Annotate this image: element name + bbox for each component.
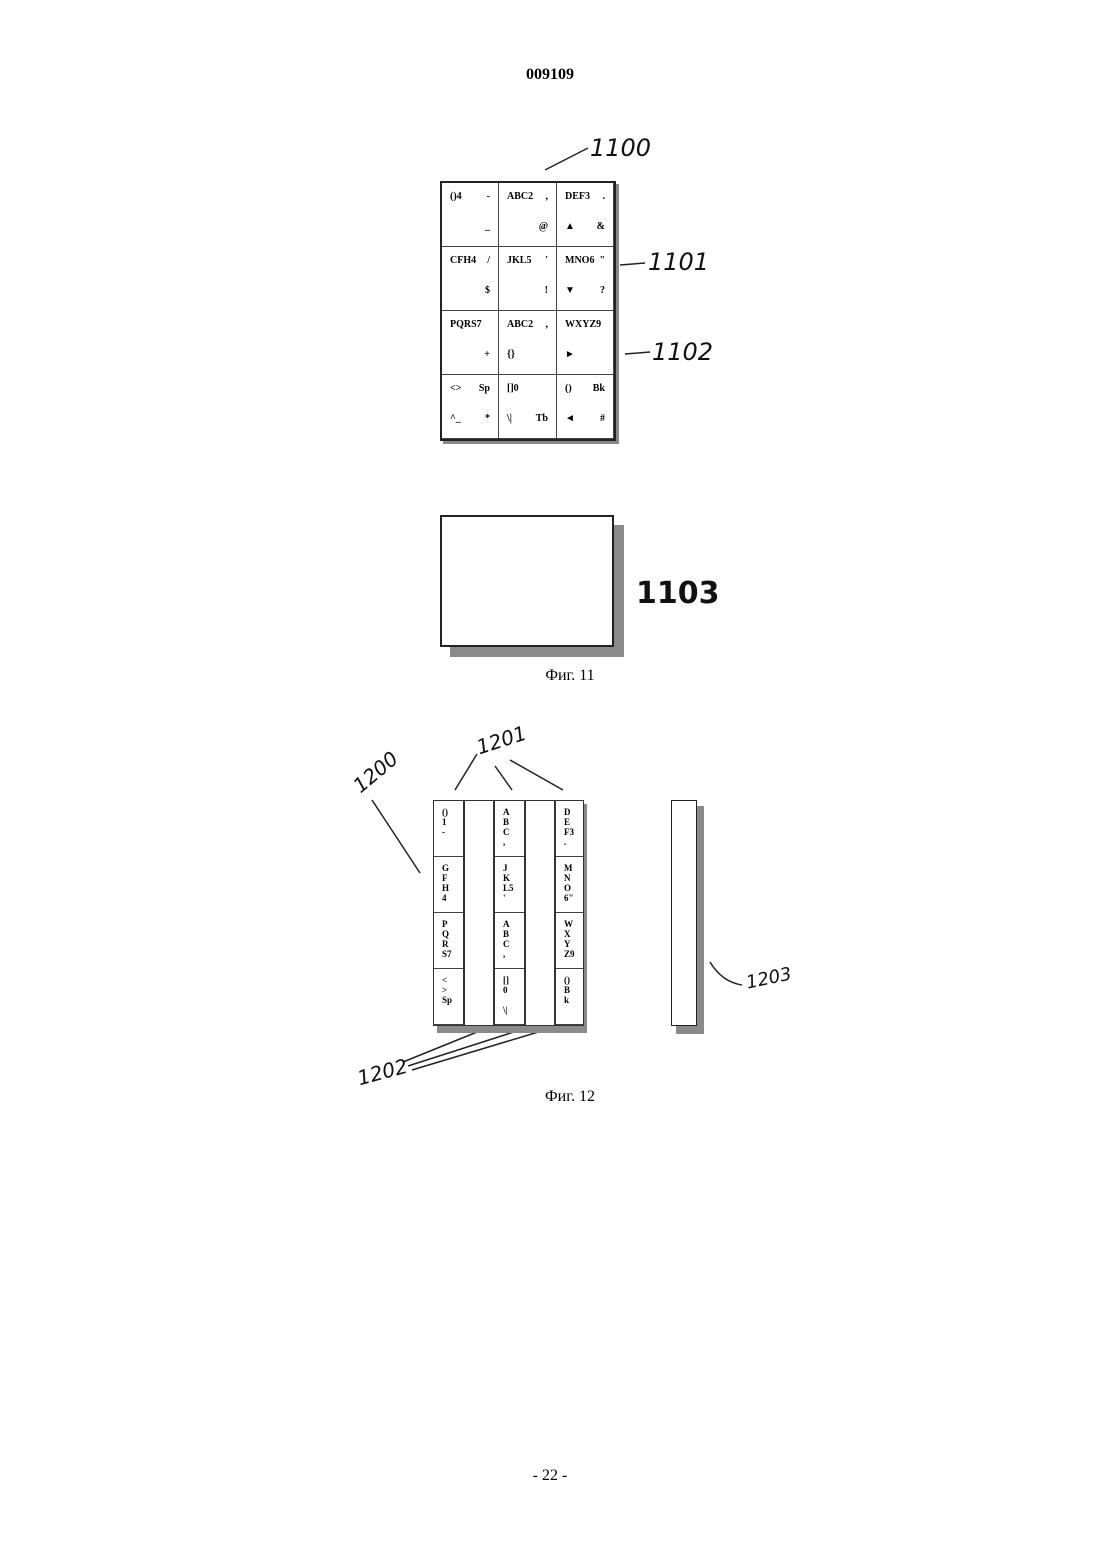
strip-cell[interactable]: M N O 6" xyxy=(556,857,583,913)
display-1203 xyxy=(671,800,697,1026)
strip-cell[interactable]: W X Y Z9 xyxy=(556,913,583,969)
strip-cell[interactable]: P Q R S7 xyxy=(434,913,463,969)
figure-12: 1200 1201 1202 1203 () 1 -G F H 4P Q R S… xyxy=(0,0,1100,1120)
strip-column-1: () 1 -G F H 4P Q R S7< > Sp xyxy=(433,800,464,1026)
page-number: - 22 - xyxy=(0,1467,1100,1485)
strip-column-5: D E F3 .M N O 6"W X Y Z9() B k xyxy=(555,800,584,1026)
figure-12-caption: Фиг. 12 xyxy=(0,1088,1100,1106)
strip-cell[interactable]: D E F3 . xyxy=(556,801,583,857)
strip-cell[interactable]: [] 0 \| xyxy=(495,969,524,1025)
strip-column-3: A B C ,J K L5 'A B C ,[] 0 \| xyxy=(494,800,525,1026)
strip-cell[interactable]: A B C , xyxy=(495,913,524,969)
strip-cell[interactable]: < > Sp xyxy=(434,969,463,1025)
strip-cell[interactable]: G F H 4 xyxy=(434,857,463,913)
strip-cell[interactable]: () 1 - xyxy=(434,801,463,857)
strip-cell[interactable]: () B k xyxy=(556,969,583,1025)
strip-cell[interactable]: A B C , xyxy=(495,801,524,857)
strip-blank-1 xyxy=(464,800,494,1026)
strip-blank-2 xyxy=(525,800,555,1026)
strip-cell[interactable]: J K L5 ' xyxy=(495,857,524,913)
